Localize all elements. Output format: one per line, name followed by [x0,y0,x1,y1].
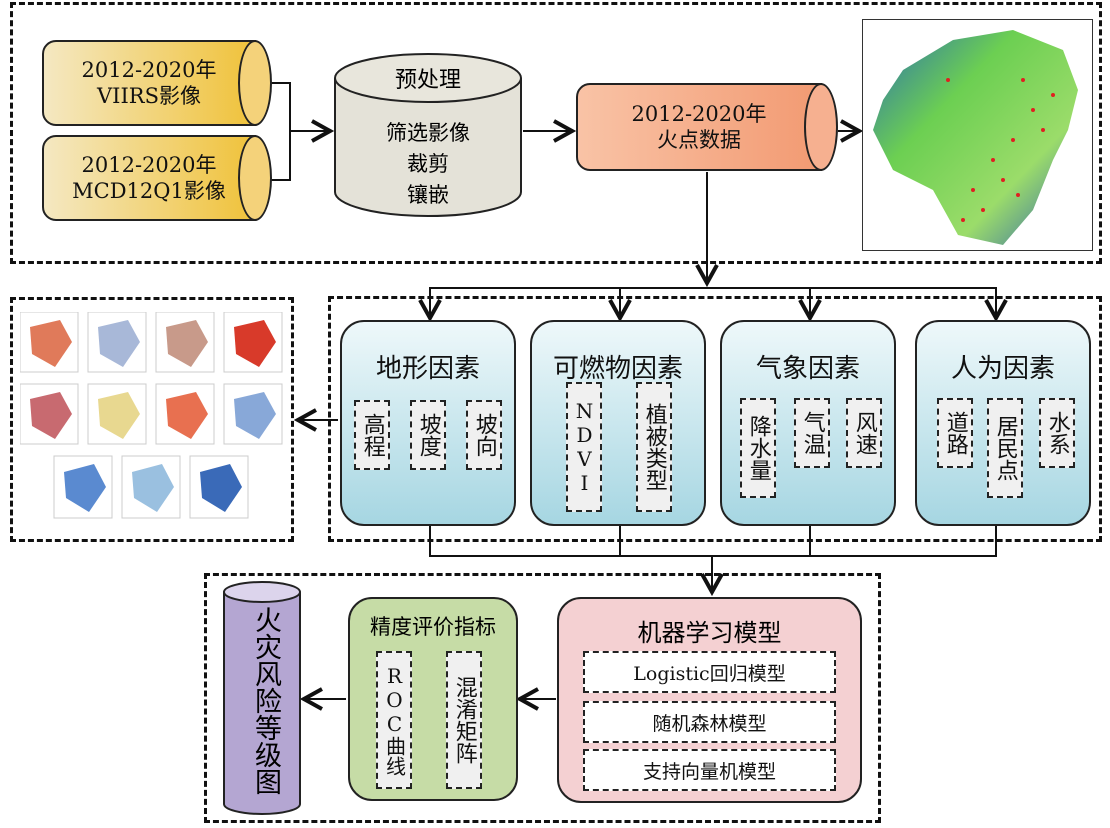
factor-map-thumbnails [19,311,286,534]
cylinder-end [804,83,838,171]
ml-models-box: 机器学习模型 Logistic回归模型 随机森林模型 支持向量机模型 [557,597,862,803]
model-group [204,573,881,823]
step-mosaic: 镶嵌 [407,183,449,207]
thumbnail-row-2 [19,383,283,445]
risk-map-cylinder: 火灾风险等级图 [222,580,302,816]
item-settlements: 居民点 [987,398,1023,498]
item-elevation: 高程 [354,400,390,470]
model-svm: 支持向量机模型 [583,749,836,791]
fire-years: 2012-2020年 [631,101,767,126]
factor-title: 气象因素 [755,354,860,384]
item-roc: ROC曲线 [376,651,412,789]
item-slope: 坡度 [410,400,446,470]
cylinder-end [238,40,272,126]
factor-title: 地形因素 [375,354,480,384]
factor-human: 人为因素 道路 居民点 水系 [915,320,1091,526]
fire-data-cylinder: 2012-2020年火点数据 [576,83,838,171]
mcd-label: MCD12Q1影像 [72,179,226,203]
viirs-label: VIIRS影像 [97,84,201,108]
factor-fuel: 可燃物因素 NDVI 植被类型 [530,320,706,526]
factor-title: 可燃物因素 [552,354,683,384]
factor-title: 人为因素 [950,354,1055,384]
viirs-years: 2012-2020年 [81,57,217,82]
fire-points-map [862,19,1093,251]
cylinder-end [238,135,272,221]
preprocess-title: 预处理 [394,68,461,93]
item-vegetation-type: 植被类型 [636,382,672,512]
factor-weather: 气象因素 降水量 气温 风速 [720,320,896,526]
item-temperature: 气温 [794,398,830,468]
accuracy-title: 精度评价指标 [370,615,496,639]
preprocess-cylinder: 预处理 筛选影像裁剪镶嵌 [333,52,523,218]
step-clip: 裁剪 [407,152,449,176]
data-prep-group [10,2,1102,264]
output-title: 火灾风险等级图 [250,606,281,795]
item-ndvi: NDVI [566,382,602,512]
step-filter: 筛选影像 [386,121,470,145]
model-random-forest: 随机森林模型 [583,701,836,743]
item-precipitation: 降水量 [740,398,776,498]
thumbnail-row-3 [53,455,249,519]
item-water: 水系 [1039,398,1075,468]
model-logistic: Logistic回归模型 [583,651,836,693]
item-wind-speed: 风速 [846,398,882,468]
item-confusion-matrix: 混淆矩阵 [446,651,482,789]
factors-group [328,296,1102,542]
ml-title: 机器学习模型 [637,619,782,647]
accuracy-box: 精度评价指标 ROC曲线 混淆矩阵 [348,597,518,801]
fire-label: 火点数据 [657,128,741,152]
thumbnail-row-1 [19,311,283,373]
item-roads: 道路 [937,398,973,468]
factor-maps-group [10,297,294,542]
mcd-years: 2012-2020年 [81,152,217,177]
item-aspect: 坡向 [466,400,502,470]
factor-terrain: 地形因素 高程 坡度 坡向 [340,320,516,526]
